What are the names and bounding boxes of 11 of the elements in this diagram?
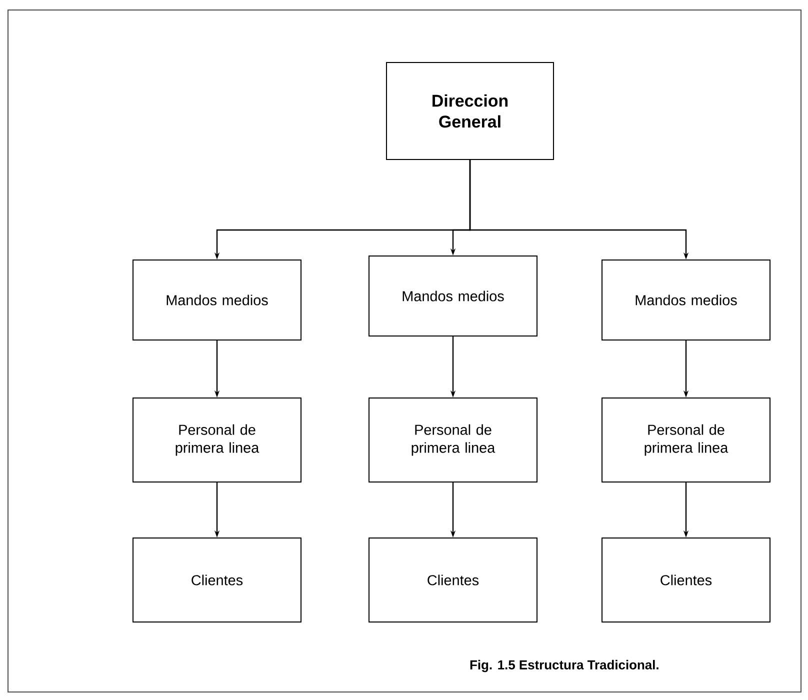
org-box: Clientes <box>368 538 538 622</box>
org-box: Personal de primera linea <box>602 398 770 482</box>
org-box: Clientes <box>132 538 302 622</box>
org-box: Mandos medios <box>368 256 538 336</box>
org-box: Personal de primera linea <box>368 398 538 482</box>
org-box: Direccion General <box>386 62 554 160</box>
caption: Fig. 1.5 Estructura Tradicional. <box>470 660 658 672</box>
org-box: Personal de primera linea <box>132 398 302 482</box>
org-box: Mandos medios <box>602 260 770 340</box>
org-box: Mandos medios <box>132 260 302 340</box>
org-box: Clientes <box>602 538 770 622</box>
